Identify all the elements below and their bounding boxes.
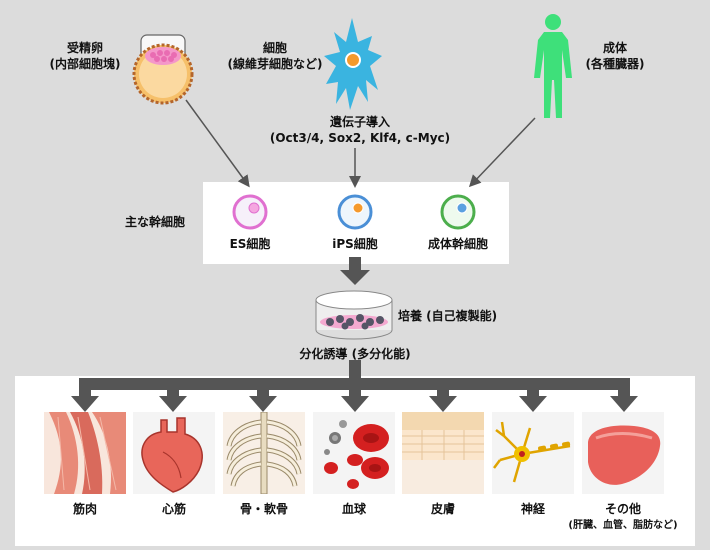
culture-label: 培養 (自己複製能) <box>398 309 498 323</box>
embryo-subtitle: (内部細胞塊) <box>49 57 121 71</box>
adult-label: 成体 (各種臓器) <box>575 40 655 72</box>
embryo-title: 受精卵 <box>66 41 103 55</box>
ribcage-icon <box>223 412 305 494</box>
skin-icon <box>402 412 484 494</box>
tissue-label-heart: 心筋 <box>161 502 186 516</box>
tissue-label-other: その他 <box>604 502 641 516</box>
culture-arrow <box>340 270 370 285</box>
gene-intro-title: 遺伝子導入 <box>329 115 390 129</box>
embryo-icon <box>132 34 194 105</box>
adult-title: 成体 <box>602 41 627 55</box>
blood-cell-icon <box>313 412 395 494</box>
ips-cell-label: iPS細胞 <box>332 237 378 251</box>
cell-subtitle: (線維芽細胞など) <box>227 57 323 71</box>
tissue-label-skin: 皮膚 <box>430 502 455 516</box>
tissue-label-blood: 血球 <box>341 502 366 516</box>
embryo-arrow <box>185 99 250 188</box>
ips-cell-icon <box>337 194 373 230</box>
fibroblast-icon <box>324 18 382 110</box>
other-tile <box>582 412 664 494</box>
branch-bar <box>79 378 630 390</box>
stem-cell-heading: 主な幹細胞 <box>124 215 185 229</box>
heart-tile <box>133 412 215 494</box>
cell-label: 細胞 (線維芽細胞など) <box>220 40 330 72</box>
muscle-tile <box>44 412 126 494</box>
tissue-label-nerve: 神経 <box>520 502 545 516</box>
heart-icon <box>133 412 215 494</box>
skin-tile <box>402 412 484 494</box>
embryo-label: 受精卵 (内部細胞塊) <box>40 40 130 72</box>
es-cell-icon <box>232 194 268 230</box>
cell-title: 細胞 <box>262 41 287 55</box>
adult-arrow <box>468 117 536 188</box>
nerve-tile <box>492 412 574 494</box>
gene-intro-label: 遺伝子導入 (Oct3/4, Sox2, Klf4, c-Myc) <box>260 114 460 146</box>
blood-tile <box>313 412 395 494</box>
tissue-sublabel-other: (肝臓、血管、脂肪など) <box>568 520 678 531</box>
liver-icon <box>582 412 664 494</box>
adult-figure-icon <box>534 14 572 118</box>
culture-dish-icon <box>315 290 393 340</box>
muscle-icon <box>44 412 126 494</box>
adult-stem-cell-label: 成体幹細胞 <box>427 237 488 251</box>
adult-subtitle: (各種臓器) <box>585 57 645 71</box>
neuron-icon <box>492 412 574 494</box>
gene-intro-genes: (Oct3/4, Sox2, Klf4, c-Myc) <box>269 131 451 145</box>
differentiation-label: 分化誘導 (多分化能) <box>299 347 411 361</box>
tissue-label-muscle: 筋肉 <box>72 502 97 516</box>
es-cell-label: ES細胞 <box>229 237 271 251</box>
tissue-label-bone: 骨・軟骨 <box>239 502 288 516</box>
bone-tile <box>223 412 305 494</box>
branch-arrowheads <box>71 388 638 412</box>
adult-stem-cell-icon <box>440 194 476 230</box>
